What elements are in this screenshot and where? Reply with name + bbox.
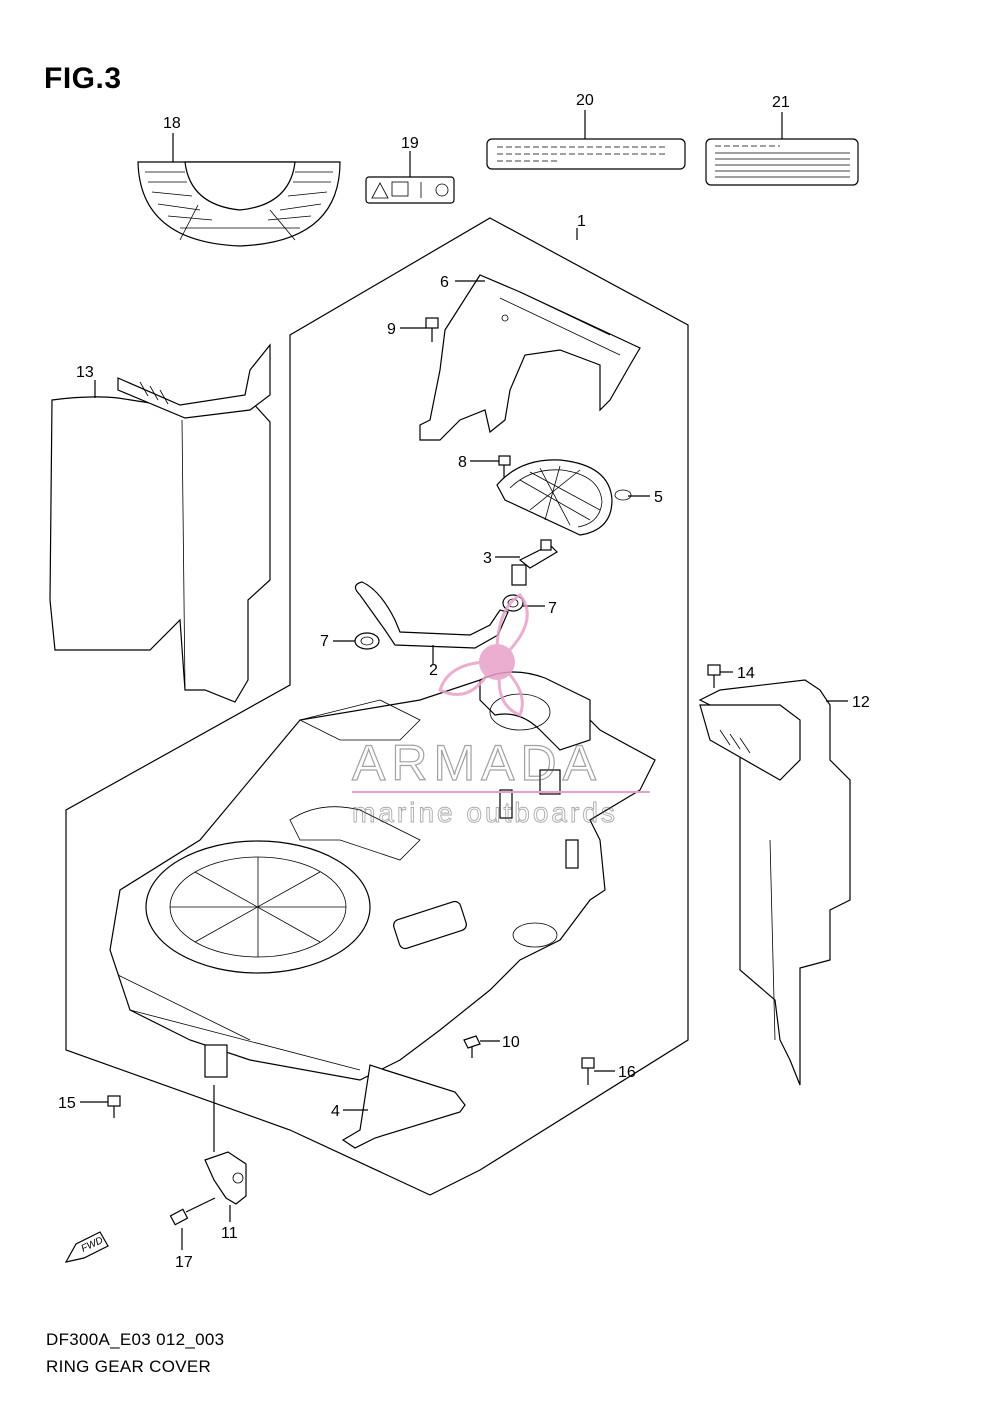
propeller-logo-icon [438,593,529,717]
part-18-ring-grille[interactable] [137,161,341,247]
part-10-clip[interactable] [463,1035,481,1058]
callout-7-lower: 7 [320,633,329,650]
watermark: ARMADA marine outboards [351,593,650,828]
callout-5: 5 [654,489,663,506]
assembly-outline [65,217,689,1196]
watermark-brand: ARMADA [352,735,602,791]
callout-15: 15 [58,1095,76,1112]
part-3-fitting[interactable] [511,539,558,586]
part-6-duct-cover[interactable] [419,274,641,441]
part-12-right-cover[interactable] [698,679,851,1086]
callout-16: 16 [618,1064,636,1081]
part-14-bolt[interactable] [707,664,721,688]
callout-3: 3 [483,550,492,567]
callout-10: 10 [502,1034,520,1051]
part-7-clamp-lower[interactable] [354,632,380,650]
callout-9: 9 [387,321,396,338]
ring-gear-cover-body[interactable] [109,671,656,1081]
figure-title: FIG.3 [44,62,122,95]
part-17-bolt[interactable] [169,1197,216,1226]
callout-8: 8 [458,454,467,471]
callout-4: 4 [331,1103,340,1120]
callout-11: 11 [221,1225,238,1242]
callout-19: 19 [401,135,419,152]
part-4-bracket[interactable] [341,1064,466,1149]
callout-14: 14 [737,665,755,682]
part-20-label[interactable] [486,138,686,170]
fwd-arrow-icon: FWD [64,1231,109,1263]
part-2-hose[interactable] [354,581,509,649]
callout-21: 21 [772,94,790,111]
part-21-label[interactable] [705,138,859,186]
leader-lines [80,110,848,1250]
callout-6: 6 [440,274,449,291]
callout-1: 1 [577,213,586,230]
callout-13: 13 [76,364,94,381]
callout-7-upper: 7 [548,600,557,617]
callout-17: 17 [175,1254,193,1271]
diagram-code: DF300A_E03 012_003 [46,1330,225,1349]
callout-2: 2 [429,662,438,679]
part-15-bolt[interactable] [107,1095,121,1118]
part-19-warning-label[interactable] [365,176,455,204]
diagram-name: RING GEAR COVER [46,1357,212,1376]
callout-20: 20 [576,92,594,109]
callout-numbers: 1 2 3 4 5 6 7 7 8 9 10 11 12 13 14 15 16… [58,92,870,1271]
callout-18: 18 [163,115,181,132]
watermark-tagline: marine outboards [352,797,618,828]
part-5-mesh-grille[interactable] [496,459,632,536]
part-11-fitting[interactable] [204,1151,247,1205]
part-9-bolt[interactable] [425,317,439,342]
part-13-left-cover[interactable] [49,343,271,703]
callout-12: 12 [852,694,870,711]
part-16-bolt[interactable] [581,1057,595,1085]
